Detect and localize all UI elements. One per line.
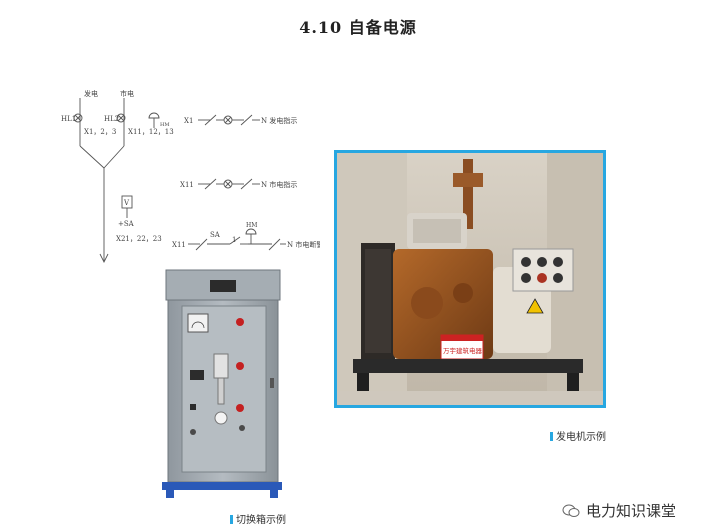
label-voltmeter: V (123, 199, 130, 207)
row3-right: N 市电断警 (287, 240, 320, 249)
row3-sa: SA (210, 231, 221, 239)
label-gen-power: 发电 (84, 89, 98, 98)
page-title: 4.10 自备电源 (299, 18, 417, 37)
circuit-schematic: 发电 市电 HL1 HL2 X1，2，3 X11，12，13 HM V +SA … (61, 89, 320, 264)
caption-marker (230, 515, 233, 524)
watermark-text: 电力知识课堂 (585, 502, 676, 520)
row1-left: X1 (184, 117, 193, 125)
label-x21-terms: X21，22，23 (116, 235, 162, 243)
row2-right: N 市电指示 (261, 180, 297, 189)
generator-photo: 万宇建筑电器 (334, 150, 606, 408)
caption-marker (550, 432, 553, 441)
label-hl1-terms: X1，2，3 (84, 128, 116, 136)
label-switch: +SA (118, 220, 135, 228)
label-hl2-terms: X11，12，13 (128, 128, 174, 136)
generator-caption: 发电机示例 (550, 428, 606, 443)
transfer-cabinet (162, 269, 282, 498)
wechat-icon (562, 504, 580, 517)
cabinet-caption: 切换箱示例 (230, 511, 286, 526)
label-buzzer: HM (160, 122, 169, 128)
generator-illustration: 万宇建筑电器 (337, 153, 603, 405)
label-hl2: HL2 (104, 115, 119, 123)
label-hl1: HL1 (61, 115, 76, 123)
watermark: 电力知识课堂 (562, 500, 676, 521)
row3-hm: HM (246, 222, 257, 229)
row2-left: X11 (180, 181, 194, 189)
label-city-power: 市电 (120, 89, 134, 98)
generator-plate-text: 万宇建筑电器 (443, 346, 483, 355)
row3-num: 1 (232, 236, 236, 244)
row1-right: N 发电指示 (261, 116, 297, 125)
row3-left: X11 (172, 241, 186, 249)
